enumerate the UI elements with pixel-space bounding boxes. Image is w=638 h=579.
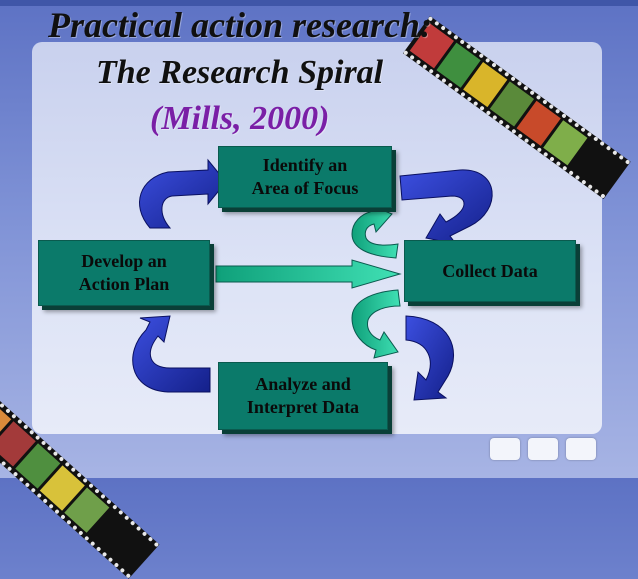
slide-title-line1: Practical action research: [48,5,432,45]
step-label-collect-data: Collect Data [442,260,538,281]
step-label-develop-plan: Develop an Action Plan [78,251,170,294]
slide-citation: (Mills, 2000) [150,100,330,137]
step-box-develop-plan: Develop an Action Plan [38,240,210,306]
step-box-collect-data: Collect Data [404,240,576,302]
step-label-analyze-interpret: Analyze and Interpret Data [246,374,360,417]
step-box-identify-focus: Identify an Area of Focus [218,146,392,208]
step-box-analyze-interpret: Analyze and Interpret Data [218,362,388,430]
step-label-identify-focus: Identify an Area of Focus [251,155,359,198]
nav-square-1 [490,438,520,460]
slide-title-line2: The Research Spiral [96,54,384,91]
nav-square-2 [528,438,558,460]
nav-square-3 [566,438,596,460]
top-accent-stripe [0,0,638,6]
